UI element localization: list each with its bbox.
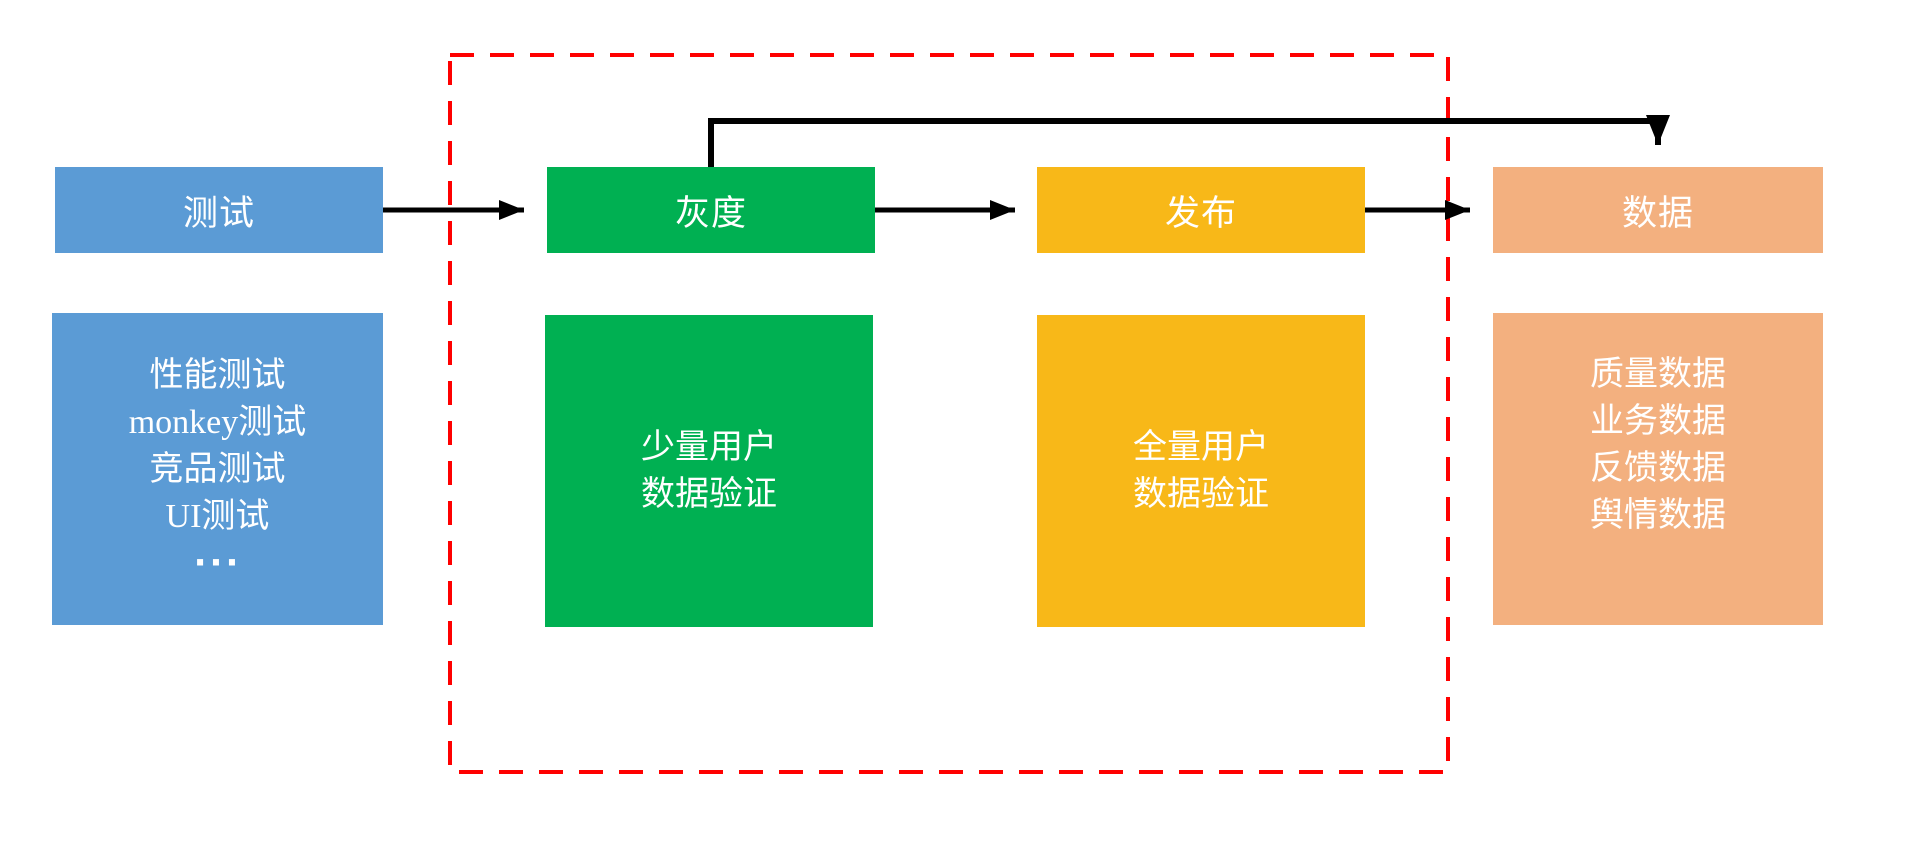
test-detail-ellipsis: ··· xyxy=(193,542,242,583)
stage-data-detail-box: 质量数据 业务数据 反馈数据 舆情数据 xyxy=(1493,313,1823,625)
gray-detail-line: 少量用户 xyxy=(641,429,777,466)
arrow-gray-to-data-feedback xyxy=(708,115,1670,167)
stage-gray-label-box: 灰度 xyxy=(547,167,875,253)
stage-gray-label: 灰度 xyxy=(674,193,747,233)
stage-release-label: 发布 xyxy=(1164,193,1237,233)
data-detail-line: 反馈数据 xyxy=(1590,450,1726,487)
data-detail-line: 舆情数据 xyxy=(1590,497,1726,534)
test-detail-line: 性能测试 xyxy=(149,356,286,394)
gray-detail-line: 数据验证 xyxy=(641,476,777,513)
stage-release-detail-box: 全量用户 数据验证 xyxy=(1037,315,1365,627)
release-detail-line: 全量用户 xyxy=(1133,429,1269,466)
stage-gray-detail-box: 少量用户 数据验证 xyxy=(545,315,873,627)
stage-data-label-box: 数据 xyxy=(1493,167,1823,253)
test-detail-line: monkey测试 xyxy=(128,403,307,441)
release-detail-line: 数据验证 xyxy=(1133,476,1269,513)
stage-release-label-box: 发布 xyxy=(1037,167,1365,253)
stage-test-label-box: 测试 xyxy=(55,167,383,253)
data-detail-line: 质量数据 xyxy=(1590,356,1726,393)
stage-test-detail-box: 性能测试 monkey测试 竞品测试 UI测试 ··· xyxy=(52,313,383,625)
test-detail-line: 竞品测试 xyxy=(149,450,286,488)
test-detail-line: UI测试 xyxy=(165,497,270,535)
stage-test-label: 测试 xyxy=(182,193,255,233)
stage-data-label: 数据 xyxy=(1621,193,1694,233)
data-detail-line: 业务数据 xyxy=(1590,403,1726,440)
